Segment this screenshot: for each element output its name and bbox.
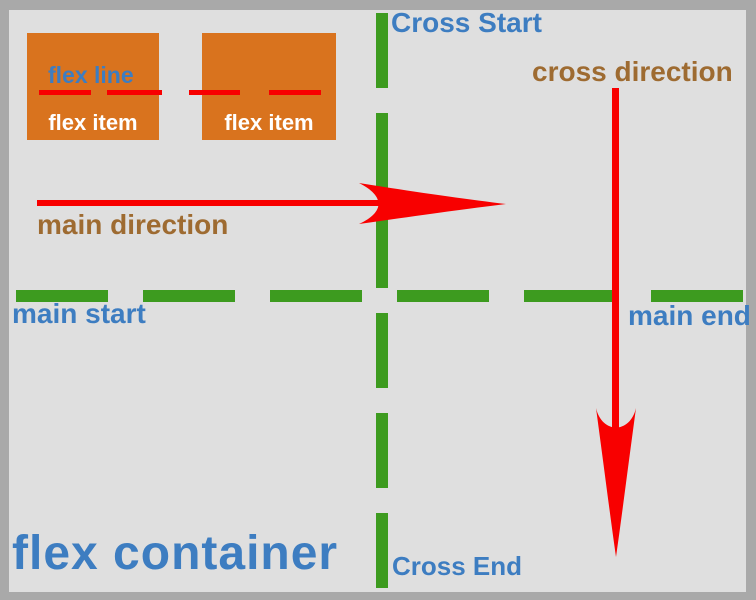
flex-line-dash-4 — [269, 90, 321, 95]
flex-item-box-1: flex item — [27, 33, 159, 140]
cross-direction-label: cross direction — [532, 56, 733, 87]
flex-item-box-2: flex item — [202, 33, 336, 140]
cross-end-label: Cross End — [392, 551, 523, 581]
flex-line-dash-3 — [189, 90, 240, 95]
flex-container-title: flex container — [12, 527, 339, 580]
main-axis-line — [16, 290, 743, 302]
flex-line-dash-2 — [107, 90, 162, 95]
cross-start-label: Cross Start — [391, 7, 542, 38]
cross-direction-arrowhead-icon — [596, 408, 636, 557]
flex-item-2-label: flex item — [224, 110, 314, 135]
cross-direction-arrow-shaft — [612, 88, 619, 443]
main-direction-arrowhead-icon — [359, 183, 506, 224]
flex-line-label: flex line — [48, 62, 134, 88]
main-direction-label: main direction — [37, 209, 229, 240]
main-direction-arrow-shaft — [37, 200, 387, 206]
flex-line-dash-1 — [39, 90, 91, 95]
main-end-label: main end — [628, 300, 751, 331]
main-start-label: main start — [12, 298, 146, 329]
flex-item-1-label: flex item — [48, 110, 138, 135]
